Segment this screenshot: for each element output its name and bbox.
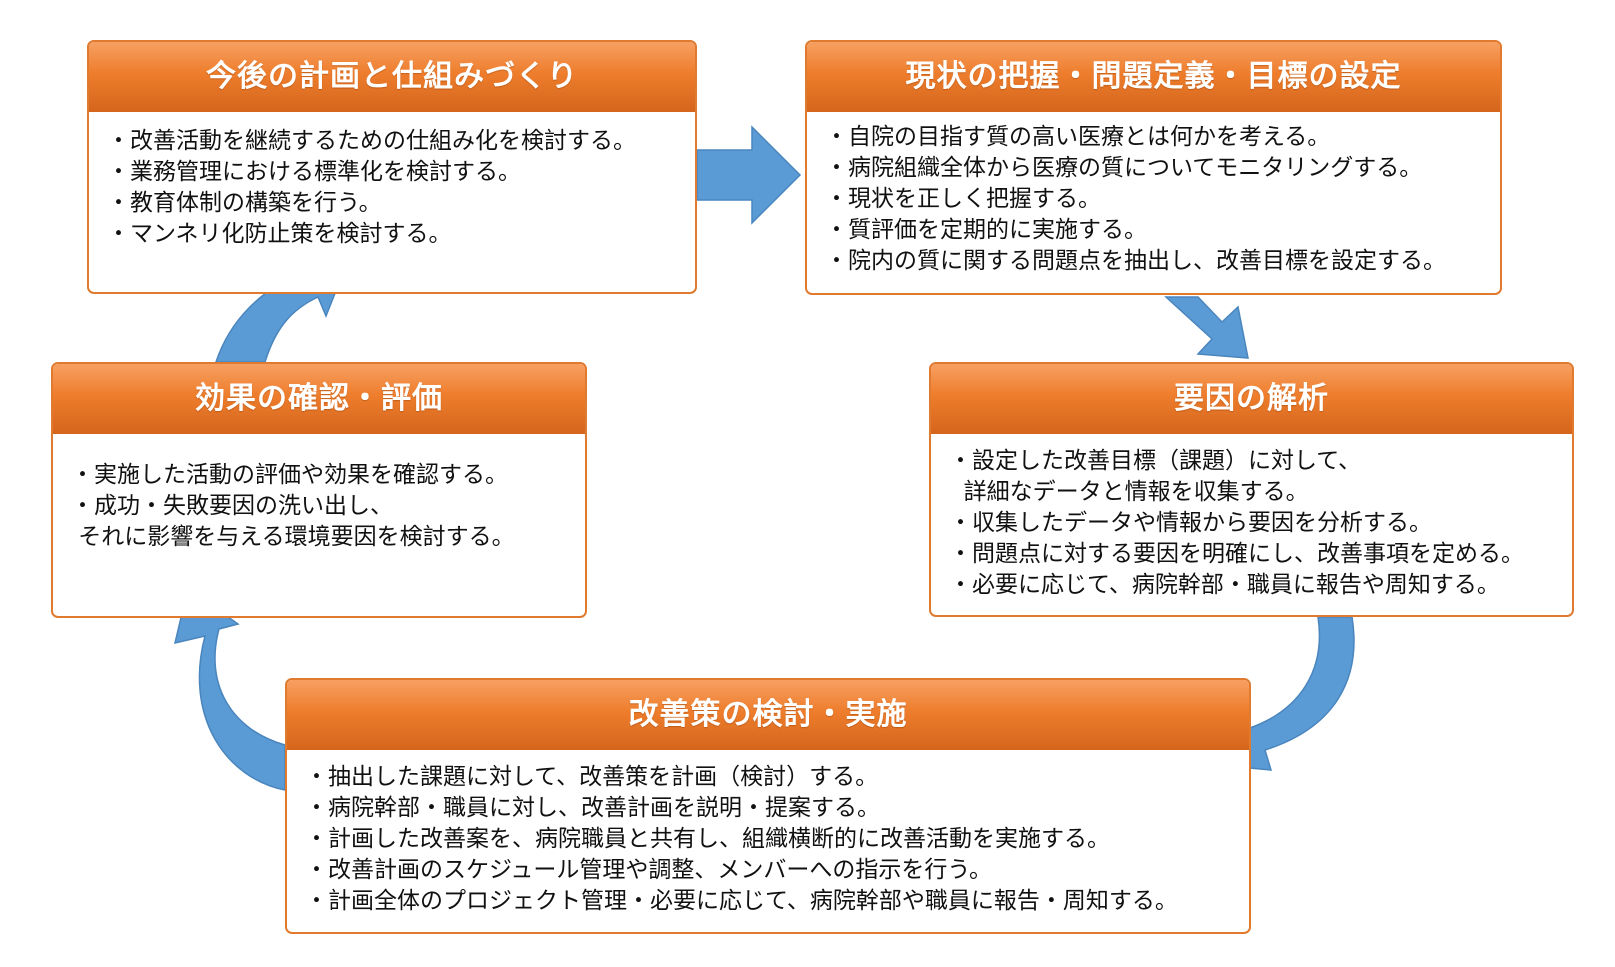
current-item: ・質評価を定期的に実施する。 bbox=[825, 217, 1147, 243]
effect-item: それに影響を与える環境要因を検討する。 bbox=[71, 524, 515, 550]
factor-item: ・収集したデータや情報から要因を分析する。 bbox=[949, 510, 1432, 536]
action-item: ・改善計画のスケジュール管理や調整、メンバーへの指示を行う。 bbox=[305, 857, 993, 883]
action-item: ・病院幹部・職員に対し、改善計画を説明・提案する。 bbox=[305, 795, 880, 821]
action-item: ・抽出した課題に対して、改善策を計画（検討）する。 bbox=[305, 764, 879, 790]
current-item: ・現状を正しく把握する。 bbox=[825, 186, 1101, 212]
current-item: ・病院組織全体から医療の質についてモニタリングする。 bbox=[825, 155, 1423, 181]
current-item: ・院内の質に関する問題点を抽出し、改善目標を設定する。 bbox=[825, 248, 1446, 274]
plan-box-title: 今後の計画と仕組みづくり bbox=[89, 42, 695, 112]
effect-box: 効果の確認・評価 ・実施した活動の評価や効果を確認する。 ・成功・失敗要因の洗い… bbox=[51, 362, 587, 618]
current-box-body: ・自院の目指す質の高い医療とは何かを考える。 ・病院組織全体から医療の質について… bbox=[807, 112, 1500, 287]
arrow-plan-to-current-icon bbox=[696, 125, 802, 225]
current-box-title: 現状の把握・問題定義・目標の設定 bbox=[807, 42, 1500, 112]
arrow-current-to-factor-icon bbox=[1164, 296, 1249, 359]
factor-item: ・設定した改善目標（課題）に対して、 bbox=[949, 448, 1362, 474]
plan-item: ・マンネリ化防止策を検討する。 bbox=[107, 221, 452, 247]
action-box: 改善策の検討・実施 ・抽出した課題に対して、改善策を計画（検討）する。 ・病院幹… bbox=[285, 678, 1251, 934]
factor-box: 要因の解析 ・設定した改善目標（課題）に対して、 詳細なデータと情報を収集する。… bbox=[929, 362, 1574, 617]
plan-box-body: ・改善活動を継続するための仕組み化を検討する。 ・業務管理における標準化を検討す… bbox=[89, 112, 695, 260]
action-box-title: 改善策の検討・実施 bbox=[287, 680, 1249, 750]
factor-item: 詳細なデータと情報を収集する。 bbox=[949, 479, 1309, 505]
effect-box-body: ・実施した活動の評価や効果を確認する。 ・成功・失敗要因の洗い出し、 それに影響… bbox=[53, 434, 585, 563]
plan-item: ・業務管理における標準化を検討する。 bbox=[107, 159, 521, 185]
factor-item: ・問題点に対する要因を明確にし、改善事項を定める。 bbox=[949, 541, 1524, 567]
current-box: 現状の把握・問題定義・目標の設定 ・自院の目指す質の高い医療とは何かを考える。 … bbox=[805, 40, 1502, 295]
plan-box: 今後の計画と仕組みづくり ・改善活動を継続するための仕組み化を検討する。 ・業務… bbox=[87, 40, 697, 294]
action-item: ・計画した改善案を、病院職員と共有し、組織横断的に改善活動を実施する。 bbox=[305, 826, 1110, 852]
plan-item: ・改善活動を継続するための仕組み化を検討する。 bbox=[107, 128, 636, 154]
action-box-body: ・抽出した課題に対して、改善策を計画（検討）する。 ・病院幹部・職員に対し、改善… bbox=[287, 750, 1249, 927]
arrow-action-to-effect-icon bbox=[173, 586, 286, 791]
effect-item: ・実施した活動の評価や効果を確認する。 bbox=[71, 462, 508, 488]
factor-item: ・必要に応じて、病院幹部・職員に報告や周知する。 bbox=[949, 572, 1500, 598]
action-item: ・計画全体のプロジェクト管理・必要に応じて、病院幹部や職員に報告・周知する。 bbox=[305, 888, 1178, 914]
plan-item: ・教育体制の構築を行う。 bbox=[107, 190, 382, 216]
factor-box-body: ・設定した改善目標（課題）に対して、 詳細なデータと情報を収集する。 ・収集した… bbox=[931, 434, 1572, 611]
effect-box-title: 効果の確認・評価 bbox=[53, 364, 585, 434]
effect-item: ・成功・失敗要因の洗い出し、 bbox=[71, 493, 393, 519]
factor-box-title: 要因の解析 bbox=[931, 364, 1572, 434]
current-item: ・自院の目指す質の高い医療とは何かを考える。 bbox=[825, 124, 1331, 150]
